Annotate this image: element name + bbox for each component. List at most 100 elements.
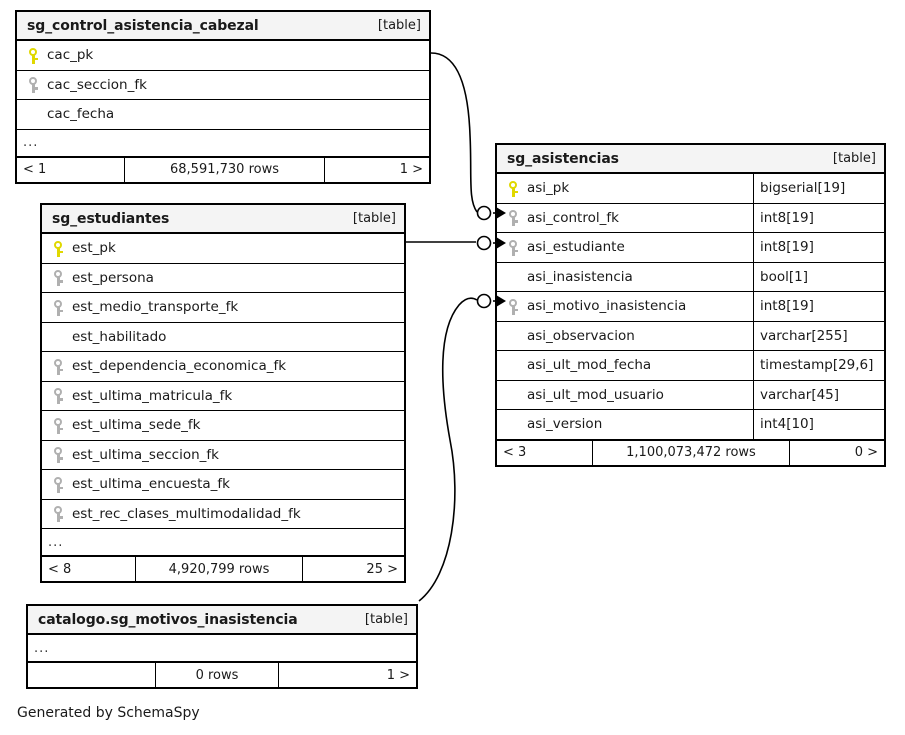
more-columns-indicator: ... (17, 130, 429, 157)
column-name: est_rec_clases_multimodalidad_fk (72, 505, 301, 522)
foreign-key-icon (50, 387, 70, 405)
prev-page-link[interactable]: < 8 (48, 561, 72, 577)
column-cell: asi_control_fk (497, 204, 753, 233)
column-cell: est_medio_transporte_fk (42, 293, 404, 322)
column-cell: asi_inasistencia (497, 263, 753, 292)
table-row[interactable]: cac_seccion_fk (17, 71, 429, 100)
foreign-key-icon (50, 358, 70, 375)
column-type: timestamp[29,6] (753, 351, 884, 380)
table-row[interactable]: est_medio_transporte_fk (42, 293, 404, 323)
column-cell: est_rec_clases_multimodalidad_fk (42, 500, 404, 529)
prev-page-link[interactable]: < 3 (503, 445, 527, 460)
prev-page-link[interactable] (28, 663, 155, 687)
column-type: int8[19] (753, 233, 884, 262)
column-cell: est_dependencia_economica_fk (42, 352, 404, 381)
foreign-key-icon (50, 446, 70, 464)
table-type-tag: [table] (364, 612, 408, 627)
column-type: int8[19] (753, 292, 884, 321)
foreign-key-icon (50, 417, 70, 434)
table-row[interactable]: est_habilitado (42, 323, 404, 352)
table-sg-asistencias[interactable]: sg_asistencias [table] asi_pk bigserial[… (495, 143, 886, 467)
table-row[interactable]: asi_ult_mod_usuario varchar[45] (497, 380, 884, 410)
next-page-link[interactable]: 1 > (386, 667, 410, 683)
row-count-label: 1,100,073,472 rows (592, 440, 790, 465)
no-key-spacer (505, 327, 525, 344)
table-type-tag: [table] (352, 211, 396, 226)
table-row[interactable]: asi_ult_mod_fecha timestamp[29,6] (497, 351, 884, 381)
relationship-line-cabezal-to-asistencias (430, 52, 478, 213)
column-name: est_dependencia_economica_fk (72, 358, 287, 375)
next-page-link[interactable]: 1 > (399, 162, 423, 177)
prev-page-link[interactable]: < 1 (23, 162, 47, 177)
table-row[interactable]: est_ultima_matricula_fk (42, 382, 404, 411)
column-name: cac_pk (47, 47, 94, 64)
foreign-key-icon (50, 269, 70, 287)
table-row[interactable]: asi_control_fk int8[19] (497, 203, 884, 233)
table-row[interactable]: est_ultima_seccion_fk (42, 441, 404, 470)
table-row[interactable]: asi_observacion varchar[255] (497, 321, 884, 351)
table-row[interactable]: est_dependencia_economica_fk (42, 352, 404, 382)
table-type-tag: [table] (832, 151, 876, 166)
row-count-label: 0 rows (155, 663, 279, 687)
no-key-spacer (505, 416, 525, 433)
column-cell: est_habilitado (42, 323, 404, 352)
next-page-link[interactable]: 0 > (854, 445, 878, 460)
column-name: est_ultima_sede_fk (72, 417, 201, 434)
table-row[interactable]: est_pk (42, 234, 404, 264)
table-header: sg_estudiantes [table] (42, 205, 404, 234)
column-cell: est_ultima_seccion_fk (42, 441, 404, 470)
table-title: sg_control_asistencia_cabezal (27, 17, 259, 34)
more-columns-indicator: ... (28, 635, 416, 662)
no-key-spacer (25, 106, 45, 123)
column-name: est_ultima_encuesta_fk (72, 476, 230, 493)
column-name: cac_fecha (47, 106, 115, 123)
column-cell: cac_fecha (17, 100, 429, 129)
foreign-key-icon (50, 476, 70, 493)
table-row[interactable]: est_persona (42, 264, 404, 293)
no-key-spacer (505, 386, 525, 403)
column-name: asi_ult_mod_usuario (527, 386, 664, 403)
column-name: est_ultima_matricula_fk (72, 387, 233, 404)
table-header: sg_control_asistencia_cabezal [table] (17, 12, 429, 41)
table-footer: < 3 1,100,073,472 rows 0 > (497, 439, 884, 465)
table-row[interactable]: asi_pk bigserial[19] (497, 174, 884, 204)
table-row[interactable]: asi_inasistencia bool[1] (497, 262, 884, 292)
table-title: catalogo.sg_motivos_inasistencia (38, 611, 298, 628)
no-key-spacer (505, 268, 525, 285)
table-title: sg_asistencias (507, 150, 619, 167)
table-footer: < 8 4,920,799 rows 25 > (42, 556, 404, 581)
column-name: est_persona (72, 269, 154, 286)
table-sg-control-asistencia-cabezal[interactable]: sg_control_asistencia_cabezal [table] ca… (15, 10, 431, 184)
foreign-key-icon (505, 209, 525, 227)
column-name: asi_inasistencia (527, 268, 633, 285)
column-name: asi_motivo_inasistencia (527, 298, 687, 315)
table-catalogo-sg-motivos-inasistencia[interactable]: catalogo.sg_motivos_inasistencia [table]… (26, 604, 418, 689)
column-name: est_ultima_seccion_fk (72, 446, 219, 463)
table-row[interactable]: cac_fecha (17, 100, 429, 130)
table-row[interactable]: est_ultima_sede_fk (42, 411, 404, 441)
table-sg-estudiantes[interactable]: sg_estudiantes [table] est_pk est_person… (40, 203, 406, 583)
table-row[interactable]: est_ultima_encuesta_fk (42, 470, 404, 500)
column-cell: asi_version (497, 410, 753, 439)
next-page-link[interactable]: 25 > (366, 561, 398, 577)
table-row[interactable]: asi_version int4[10] (497, 410, 884, 440)
primary-key-icon (25, 47, 45, 64)
table-title: sg_estudiantes (52, 210, 170, 227)
more-columns-indicator: ... (42, 529, 404, 556)
table-row[interactable]: asi_estudiante int8[19] (497, 233, 884, 263)
column-name: asi_pk (527, 180, 570, 197)
column-cell: cac_seccion_fk (17, 71, 429, 100)
table-type-tag: [table] (377, 18, 421, 33)
column-name: est_medio_transporte_fk (72, 299, 239, 316)
table-row[interactable]: cac_pk (17, 41, 429, 71)
column-name: asi_version (527, 416, 603, 433)
column-name: asi_estudiante (527, 239, 625, 256)
table-row[interactable]: est_rec_clases_multimodalidad_fk (42, 500, 404, 529)
column-type: bool[1] (753, 262, 884, 291)
column-name: est_habilitado (72, 328, 167, 345)
column-name: est_pk (72, 240, 116, 257)
column-cell: asi_estudiante (497, 233, 753, 262)
table-row[interactable]: asi_motivo_inasistencia int8[19] (497, 292, 884, 322)
foreign-key-icon (505, 298, 525, 315)
table-header: catalogo.sg_motivos_inasistencia [table] (28, 606, 416, 635)
